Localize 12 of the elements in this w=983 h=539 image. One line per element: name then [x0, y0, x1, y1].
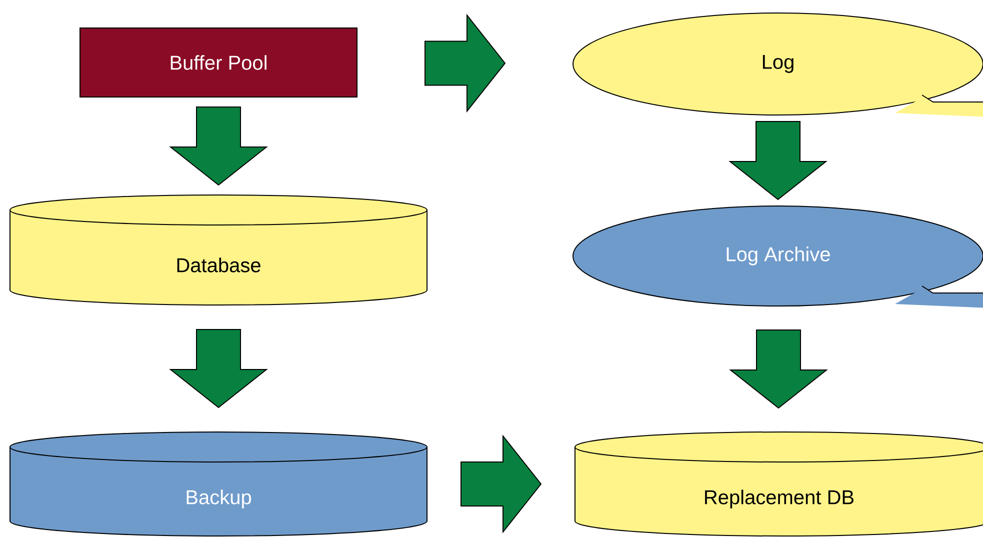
- speech-bubble: Log: [572, 12, 983, 117]
- block-arrow: [169, 329, 268, 408]
- block-arrow: [424, 14, 506, 113]
- speech-bubble: Log Archive: [572, 206, 983, 308]
- process-box: Buffer Pool: [80, 28, 358, 98]
- block-arrow: [729, 330, 828, 409]
- database-cylinder: Replacement DB: [574, 432, 983, 536]
- block-arrow: [728, 121, 828, 200]
- database-cylinder: Database: [10, 194, 428, 306]
- block-arrow: [169, 106, 268, 186]
- block-arrow: [460, 434, 542, 534]
- database-cylinder: Backup: [10, 432, 428, 536]
